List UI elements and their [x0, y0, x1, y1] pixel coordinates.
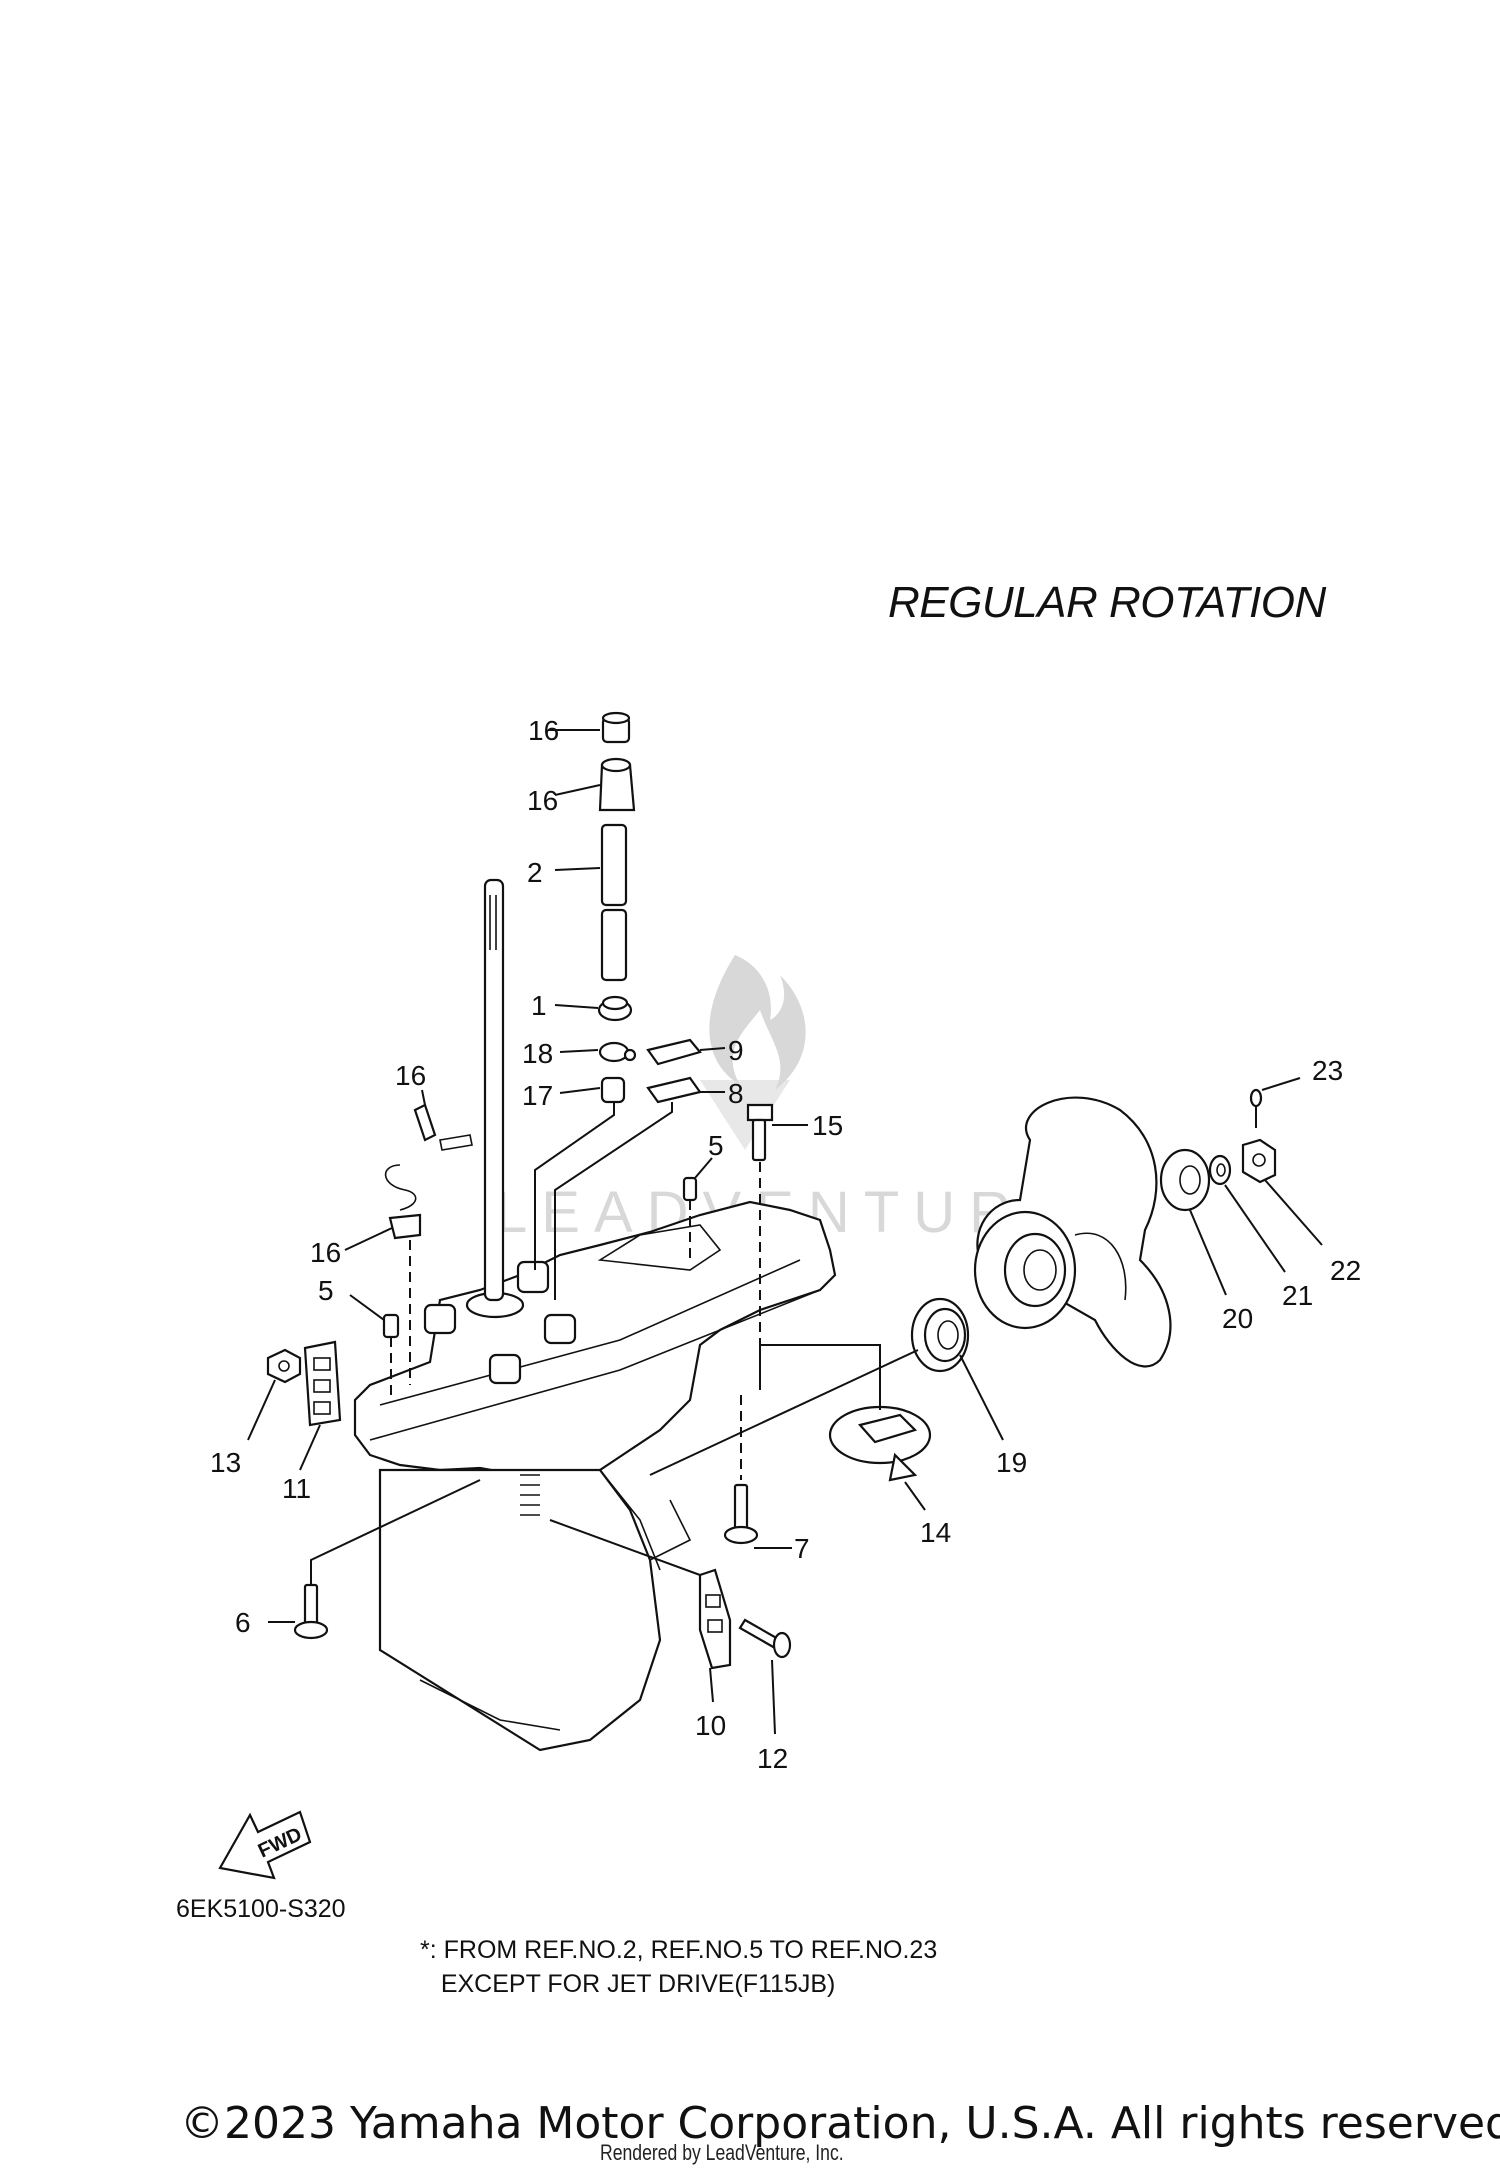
copyright-notice: ©2023 Yamaha Motor Corporation, U.S.A. A… [180, 2098, 1500, 2149]
part-11-anode [303, 1340, 342, 1427]
part-4-bushing [598, 757, 636, 812]
part-21-washer [1208, 1154, 1232, 1186]
callout-16-upper: 16 [395, 1060, 426, 1091]
propeller [973, 1096, 1172, 1368]
callout-leaders [247, 729, 1323, 1735]
callout-4: 16 [527, 785, 558, 816]
part-13-nut [266, 1348, 302, 1384]
part-3-collar [601, 711, 631, 744]
callout-20: 20 [1222, 1303, 1253, 1334]
callout-17: 17 [522, 1080, 553, 1111]
callout-3: 16 [528, 715, 559, 746]
callout-5-upper: 5 [708, 1130, 724, 1161]
callout-22: 22 [1330, 1255, 1361, 1286]
callout-2: 2 [527, 857, 543, 888]
part-5-dowel-pin-lower [382, 1313, 400, 1339]
rendered-by-credit: Rendered by LeadVenture, Inc. [600, 2140, 844, 2165]
diagram-title: REGULAR ROTATION [888, 578, 1326, 627]
callout-11: 11 [282, 1473, 311, 1504]
lower-casing [353, 1200, 837, 1752]
diagram-code: 6EK5100-S320 [176, 1895, 346, 1923]
callout-14: 14 [920, 1517, 951, 1548]
part-23-cotter-pin [1249, 1088, 1263, 1128]
callout-1: 1 [531, 990, 547, 1021]
part-17-bushing [600, 1076, 626, 1104]
applicability-note: *: FROM REF.NO.2, REF.NO.5 TO REF.NO.23 … [420, 1936, 938, 1998]
callout-19: 19 [996, 1447, 1027, 1478]
part-16-clip-lower [388, 1213, 422, 1240]
callout-16-lower: 16 [310, 1237, 341, 1268]
part-22-castle-nut [1241, 1138, 1277, 1184]
callout-8: 8 [728, 1078, 744, 1109]
callout-5-lower: 5 [318, 1275, 334, 1306]
callout-12: 12 [757, 1743, 788, 1774]
anode-grid-marks [520, 1474, 540, 1516]
part-7-bolt [723, 1483, 759, 1545]
part-15-bolt [746, 1103, 774, 1162]
callout-9: 9 [728, 1035, 744, 1066]
callout-10: 10 [695, 1710, 726, 1741]
part-5-dowel-pin-upper [682, 1176, 698, 1202]
callout-numbers: 16 16 2 1 18 17 9 8 15 5 16 16 5 13 11 6… [210, 715, 1361, 1774]
callout-15: 15 [812, 1110, 843, 1141]
callout-7: 7 [794, 1533, 810, 1564]
part-10-anode [698, 1568, 732, 1670]
part-8-rubber-seal [646, 1076, 702, 1104]
callout-21: 21 [1282, 1280, 1313, 1311]
part-16-clip-upper [413, 1103, 473, 1151]
part-20-spacer [1159, 1148, 1211, 1212]
fwd-arrow: FWD [218, 1810, 312, 1880]
part-12-bolt [738, 1618, 792, 1659]
part-18-grommet [598, 1041, 637, 1063]
part-9-rubber-seal [646, 1038, 702, 1066]
part-19-thrust-washer [910, 1297, 970, 1373]
callout-23: 23 [1312, 1055, 1343, 1086]
part-2-pipe [600, 823, 628, 982]
drive-shaft [483, 878, 505, 1302]
leadventure-watermark: LEADVENTURE [495, 955, 1064, 1245]
callout-18: 18 [522, 1038, 553, 1069]
part-14-trim-tab [828, 1405, 932, 1482]
part-1-grommet [597, 995, 633, 1022]
callout-13: 13 [210, 1447, 241, 1478]
callout-6: 6 [235, 1607, 251, 1638]
part-6-bolt [293, 1583, 329, 1640]
